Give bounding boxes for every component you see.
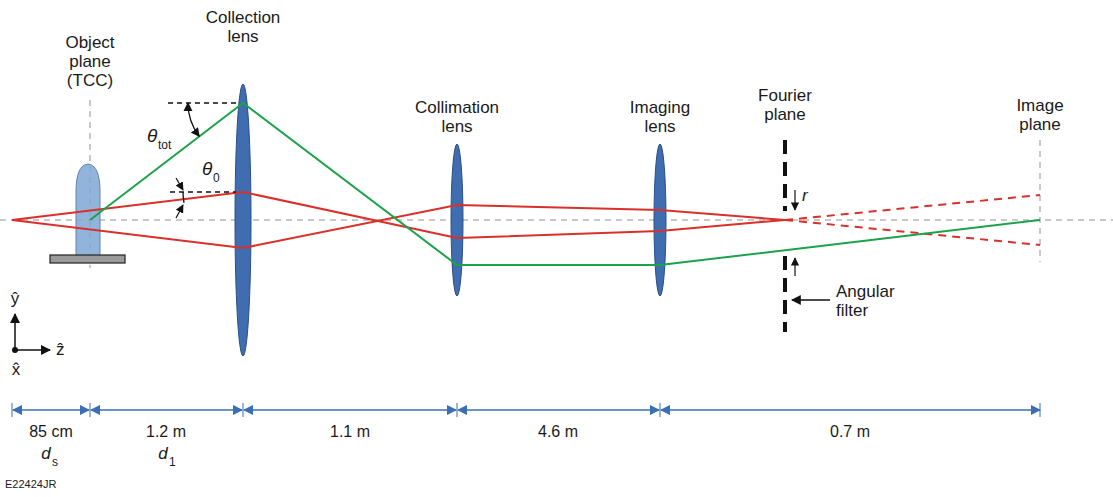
dimension-label: 0.7 m bbox=[830, 423, 870, 441]
red-ray bbox=[12, 205, 785, 248]
angle-reference-line bbox=[170, 191, 236, 192]
lens-label: Collimation lens bbox=[407, 98, 507, 136]
dimension-arrow bbox=[458, 409, 659, 411]
radius-symbol: r bbox=[802, 186, 808, 205]
y-axis-arrow bbox=[14, 314, 16, 350]
plane-label: Fourier plane bbox=[745, 86, 825, 124]
angle-subscript: tot bbox=[158, 139, 171, 152]
dimension-arrow bbox=[91, 409, 242, 411]
dimension-arrow bbox=[661, 409, 1040, 411]
dimension-arrows bbox=[13, 409, 1040, 411]
collection-lens bbox=[235, 84, 251, 356]
angle-arc bbox=[188, 103, 199, 136]
lens-label: Imaging lens bbox=[620, 98, 700, 136]
angle-pointer bbox=[176, 178, 183, 190]
dimension-arrow bbox=[13, 409, 89, 411]
angle-arc bbox=[183, 192, 184, 203]
angle-symbol: θ bbox=[147, 125, 157, 146]
red-rays bbox=[12, 192, 1040, 248]
target-stand bbox=[50, 255, 125, 263]
lens-label: Collection lens bbox=[193, 8, 293, 46]
axis-label: x̂ bbox=[12, 360, 21, 379]
blocked-red-ray bbox=[785, 195, 1040, 220]
optical-axis bbox=[0, 219, 1113, 221]
axis-label: ẑ bbox=[56, 340, 65, 359]
dimension-label: 1.1 m bbox=[330, 423, 370, 441]
angular-filter bbox=[783, 256, 787, 332]
distance-subscript: 1 bbox=[169, 456, 176, 469]
radius-arrow bbox=[794, 190, 795, 210]
filter-label: Angular filter bbox=[836, 282, 908, 320]
plane-label: Object plane (TCC) bbox=[54, 33, 126, 90]
angular-filter bbox=[783, 140, 787, 211]
plane-label: Image plane bbox=[1000, 96, 1080, 134]
angle-pointer bbox=[176, 205, 183, 218]
image-plane-line bbox=[1039, 140, 1041, 262]
collimation-lens bbox=[451, 144, 463, 296]
red-ray bbox=[12, 192, 785, 238]
dimension-ticks bbox=[12, 403, 1040, 417]
distance-symbol: d bbox=[41, 444, 50, 463]
figure-code: E22424JR bbox=[5, 478, 56, 490]
z-axis-arrow bbox=[15, 349, 50, 351]
angle-symbol: θ bbox=[202, 158, 212, 179]
angle-reference-line bbox=[168, 102, 236, 103]
dimension-arrow bbox=[244, 409, 456, 411]
distance-symbol: d bbox=[158, 444, 167, 463]
angle-subscript: 0 bbox=[213, 172, 220, 185]
dimension-label: 4.6 m bbox=[538, 423, 578, 441]
filter-pointer bbox=[792, 299, 830, 300]
distance-subscript: s bbox=[52, 456, 58, 469]
radius-arrow bbox=[794, 258, 795, 276]
imaging-lens bbox=[654, 144, 666, 296]
green-ray bbox=[90, 103, 1040, 265]
dimension-label: 1.2 m bbox=[146, 423, 186, 441]
dimension-label: 85 cm bbox=[29, 423, 73, 441]
axis-label: ŷ bbox=[11, 289, 20, 308]
